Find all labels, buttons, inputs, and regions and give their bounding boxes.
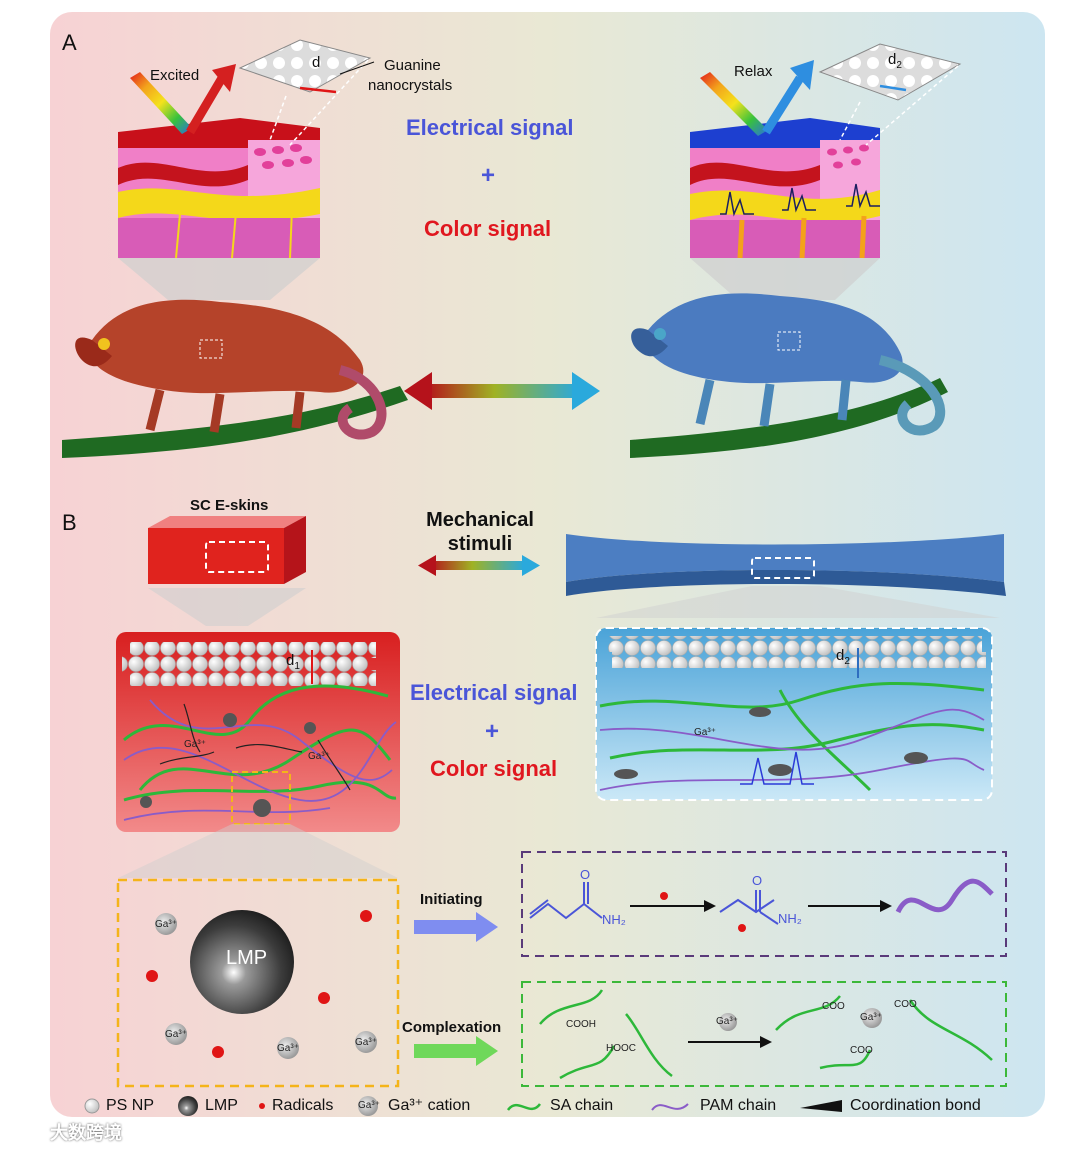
panel-b-color-signal: Color signal xyxy=(430,756,558,781)
complexation-label: Complexation xyxy=(402,1019,502,1036)
right-d-arrow xyxy=(879,84,907,92)
legend-sa-chain: SA chain xyxy=(550,1097,614,1114)
initiating-arrow xyxy=(414,912,498,942)
o-label: O xyxy=(580,867,591,882)
complexation-arrow xyxy=(414,1036,498,1066)
legend-radical-icon xyxy=(259,1103,265,1109)
legend-icons xyxy=(84,1096,842,1116)
ga-label: Ga³⁺ xyxy=(277,1043,299,1054)
right-guanine-plate xyxy=(818,43,962,101)
initiating-label: Initiating xyxy=(420,891,483,908)
relax-label: Relax xyxy=(734,63,773,80)
legend-coordination-bond: Coordination bond xyxy=(850,1097,981,1114)
panel-b-plus: + xyxy=(485,718,500,745)
blue-hydrogel-panel xyxy=(595,627,993,801)
legend-radicals: Radicals xyxy=(272,1097,334,1114)
coo-label: COO xyxy=(894,999,917,1010)
left-d-label: d xyxy=(312,54,321,71)
legend-ga-icon xyxy=(358,1096,378,1116)
red-eskin-block xyxy=(148,516,306,626)
panel-a-letter: A xyxy=(62,30,77,55)
panel-b-electrical-signal: Electrical signal xyxy=(410,680,578,705)
legend-ga-cation: Ga³⁺ cation xyxy=(388,1097,471,1114)
guanine-pointer xyxy=(339,61,375,75)
lmp-label: LMP xyxy=(226,947,268,969)
left-skin-block xyxy=(118,118,320,300)
guanine-label-line2: nanocrystals xyxy=(368,77,453,94)
ga-label: Ga³⁺ xyxy=(184,739,206,750)
panel-b-letter: B xyxy=(62,510,77,535)
lmp-zoom-box xyxy=(116,878,400,1088)
ga-label: Ga³⁺ xyxy=(694,727,716,738)
coo-label: COO xyxy=(850,1045,873,1056)
ga-label: Ga³⁺ xyxy=(355,1037,377,1048)
right-d-label: d2 xyxy=(888,51,902,71)
ga-label: Ga³⁺ xyxy=(308,751,330,762)
red-chameleon xyxy=(62,299,408,458)
guanine-label-line1: Guanine xyxy=(384,57,441,74)
left-guanine-plate xyxy=(238,39,372,93)
legend-lmp: LMP xyxy=(205,1097,238,1114)
legend-ga-icon-label: Ga³⁺ xyxy=(358,1100,380,1111)
relax-arrow xyxy=(762,75,804,135)
red-hydrogel-panel xyxy=(116,632,400,878)
right-light-beam xyxy=(700,72,768,136)
nh2-label: NH₂ xyxy=(778,911,802,926)
coo-label: COO xyxy=(822,1001,845,1012)
legend-pam-chain: PAM chain xyxy=(700,1097,777,1114)
legend-pam-icon xyxy=(651,1103,689,1111)
watermark-logo-icon xyxy=(12,1120,42,1142)
left-light-beam xyxy=(130,72,192,134)
right-skin-block xyxy=(690,118,880,300)
excited-arrow xyxy=(186,75,226,135)
mechanical-double-arrow xyxy=(418,555,540,576)
complexation-box xyxy=(521,981,1007,1087)
panel-a-double-arrow xyxy=(404,372,600,410)
cooh-label: COOH xyxy=(566,1019,596,1030)
lmp-sphere xyxy=(190,910,294,1014)
ga-label: Ga³⁺ xyxy=(860,1012,882,1023)
legend-ps-np-icon xyxy=(84,1098,100,1114)
ga-label: Ga³⁺ xyxy=(155,919,177,930)
panel-a-electrical-signal: Electrical signal xyxy=(406,115,574,140)
ga-label: Ga³⁺ xyxy=(716,1016,738,1027)
ga-label: Ga³⁺ xyxy=(165,1029,187,1040)
nh2-label: NH₂ xyxy=(602,912,626,927)
left-d-arrow xyxy=(299,86,337,94)
blue-eskin-block xyxy=(566,534,1006,618)
o-label: O xyxy=(752,873,763,888)
panel-a-color-signal: Color signal xyxy=(424,216,552,241)
sc-eskins-label: SC E-skins xyxy=(190,497,269,514)
d1-label: d1 xyxy=(286,652,300,672)
legend-ps-np: PS NP xyxy=(106,1097,155,1114)
watermark-text: 大数跨境 xyxy=(50,1123,122,1143)
legend-sa-icon xyxy=(506,1103,542,1111)
legend-lmp-icon xyxy=(178,1096,198,1116)
polymerization-box xyxy=(521,851,1007,957)
legend-bond-icon xyxy=(800,1100,842,1112)
hooc-label: HOOC xyxy=(606,1043,636,1054)
d2-label: d2 xyxy=(836,647,850,667)
blue-chameleon xyxy=(630,293,948,458)
panel-a-plus: + xyxy=(481,162,496,189)
excited-label: Excited xyxy=(150,67,200,84)
